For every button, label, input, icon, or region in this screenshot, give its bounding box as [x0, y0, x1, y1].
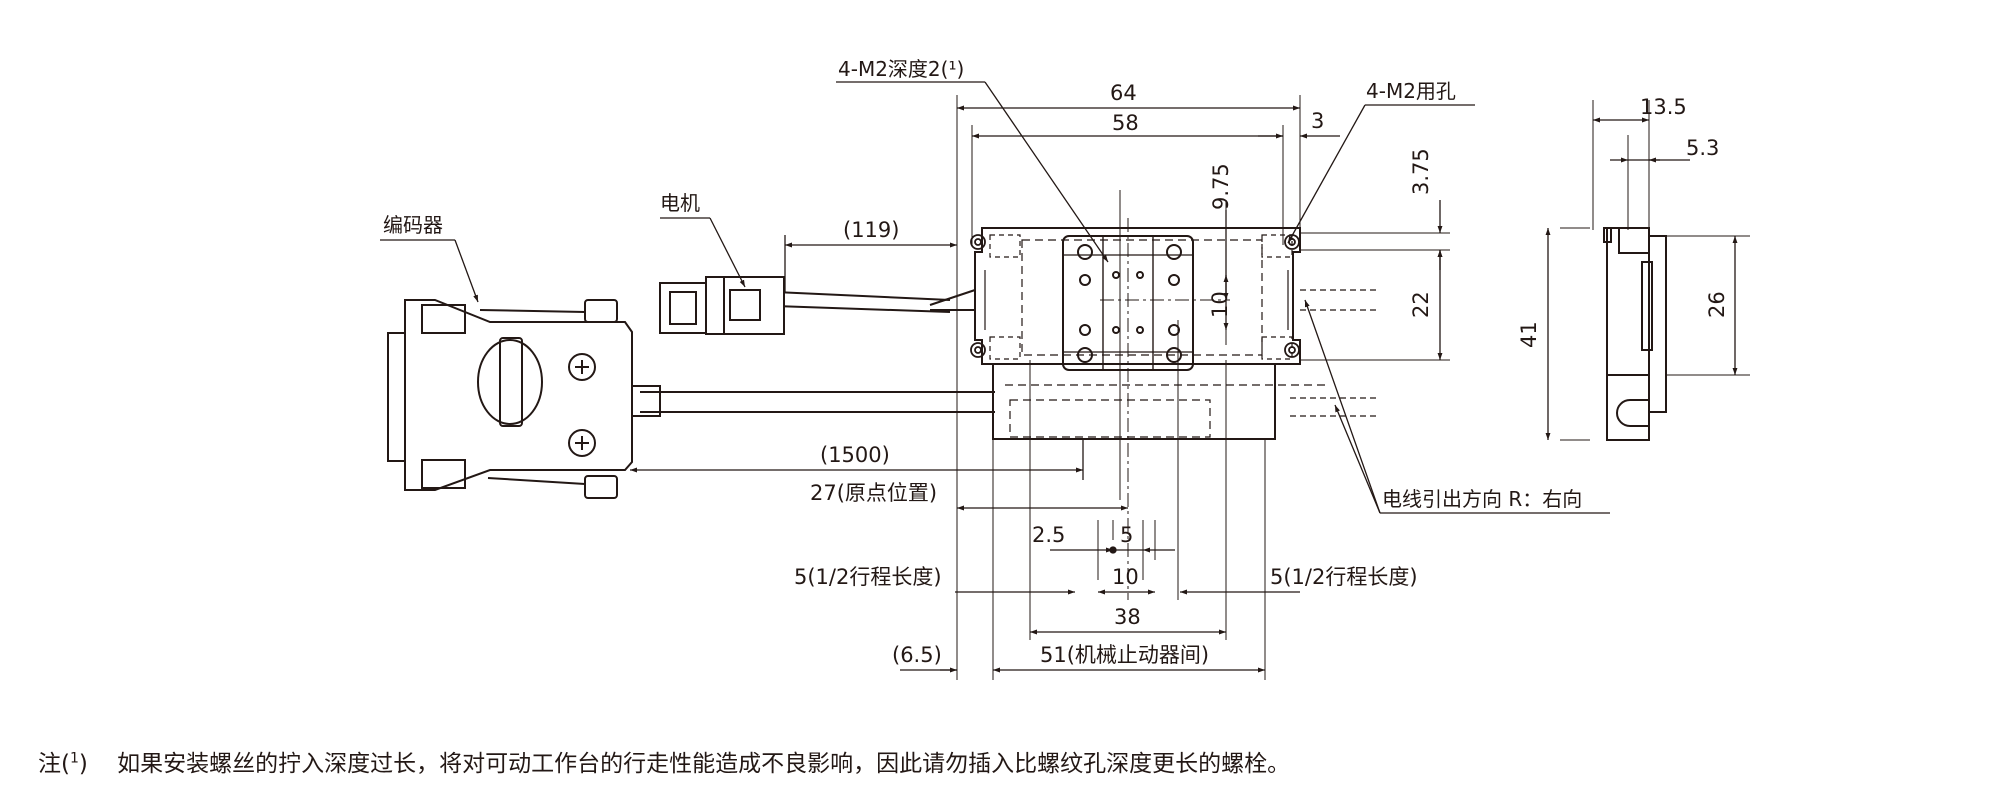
tapped-holes-label: 4-M2深度2(¹)	[838, 57, 964, 81]
dim-119: (119)	[843, 218, 899, 242]
dim-26: 26	[1705, 291, 1729, 318]
footnote-prefix: 注(	[38, 751, 70, 777]
dim-half-stroke-left: 5(1/2行程长度)	[794, 565, 942, 589]
dim-10-bottom: 10	[1112, 565, 1139, 589]
dim-half-stroke-right: 5(1/2行程长度)	[1270, 565, 1418, 589]
dim-3-75: 3.75	[1409, 148, 1433, 195]
dim-1500: (1500)	[820, 443, 890, 467]
dim-10-vertical: 10	[1208, 291, 1232, 318]
extension-lines	[956, 95, 1750, 680]
label-texts: 4-M2深度2(¹) 4-M2用孔 电机 编码器 电线引出方向 R：右向	[383, 57, 1582, 511]
dim-2-5: 2.5	[1032, 523, 1065, 547]
dim-64: 64	[1110, 81, 1137, 105]
dim-mech-stop: 51(机械止动器间)	[1040, 643, 1209, 667]
leader-lines	[380, 81, 1610, 514]
dim-5-3: 5.3	[1686, 136, 1719, 160]
dim-41: 41	[1517, 321, 1541, 348]
through-holes-label: 4-M2用孔	[1366, 79, 1456, 103]
stage-body	[974, 227, 1330, 440]
dimension-texts: 64 58 3 (119) (1500) 27(原点位置) 2.5 5 10 5…	[794, 81, 1729, 667]
motor-label: 电机	[660, 191, 700, 215]
encoder-label: 编码器	[383, 213, 443, 237]
encoder-connector	[387, 299, 661, 499]
footnote-sup: 1	[69, 750, 79, 767]
footnote-text: 如果安装螺丝的拧入深度过长，将对可动工作台的行走性能造成不良影响，因此请勿插入比…	[117, 751, 1291, 777]
dim-6-5: (6.5)	[892, 643, 942, 667]
motor-connector	[659, 276, 785, 335]
dimension-lines	[630, 105, 1738, 673]
dim-13-5: 13.5	[1640, 95, 1687, 119]
footnote-close: )	[78, 751, 88, 777]
dim-22: 22	[1409, 291, 1433, 318]
dim-origin: 27(原点位置)	[810, 481, 937, 505]
cable-exit-label: 电线引出方向 R：右向	[1382, 487, 1582, 511]
cables	[640, 289, 1380, 417]
dim-38: 38	[1114, 605, 1141, 629]
footnote: 注(1) 如果安装螺丝的拧入深度过长，将对可动工作台的行走性能造成不良影响，因此…	[38, 744, 1290, 778]
center-lines	[1100, 218, 1230, 600]
dim-5: 5	[1120, 523, 1133, 547]
dim-9-75: 9.75	[1209, 163, 1233, 210]
dim-3: 3	[1311, 109, 1324, 133]
side-view	[1603, 227, 1667, 441]
dim-58: 58	[1112, 111, 1139, 135]
